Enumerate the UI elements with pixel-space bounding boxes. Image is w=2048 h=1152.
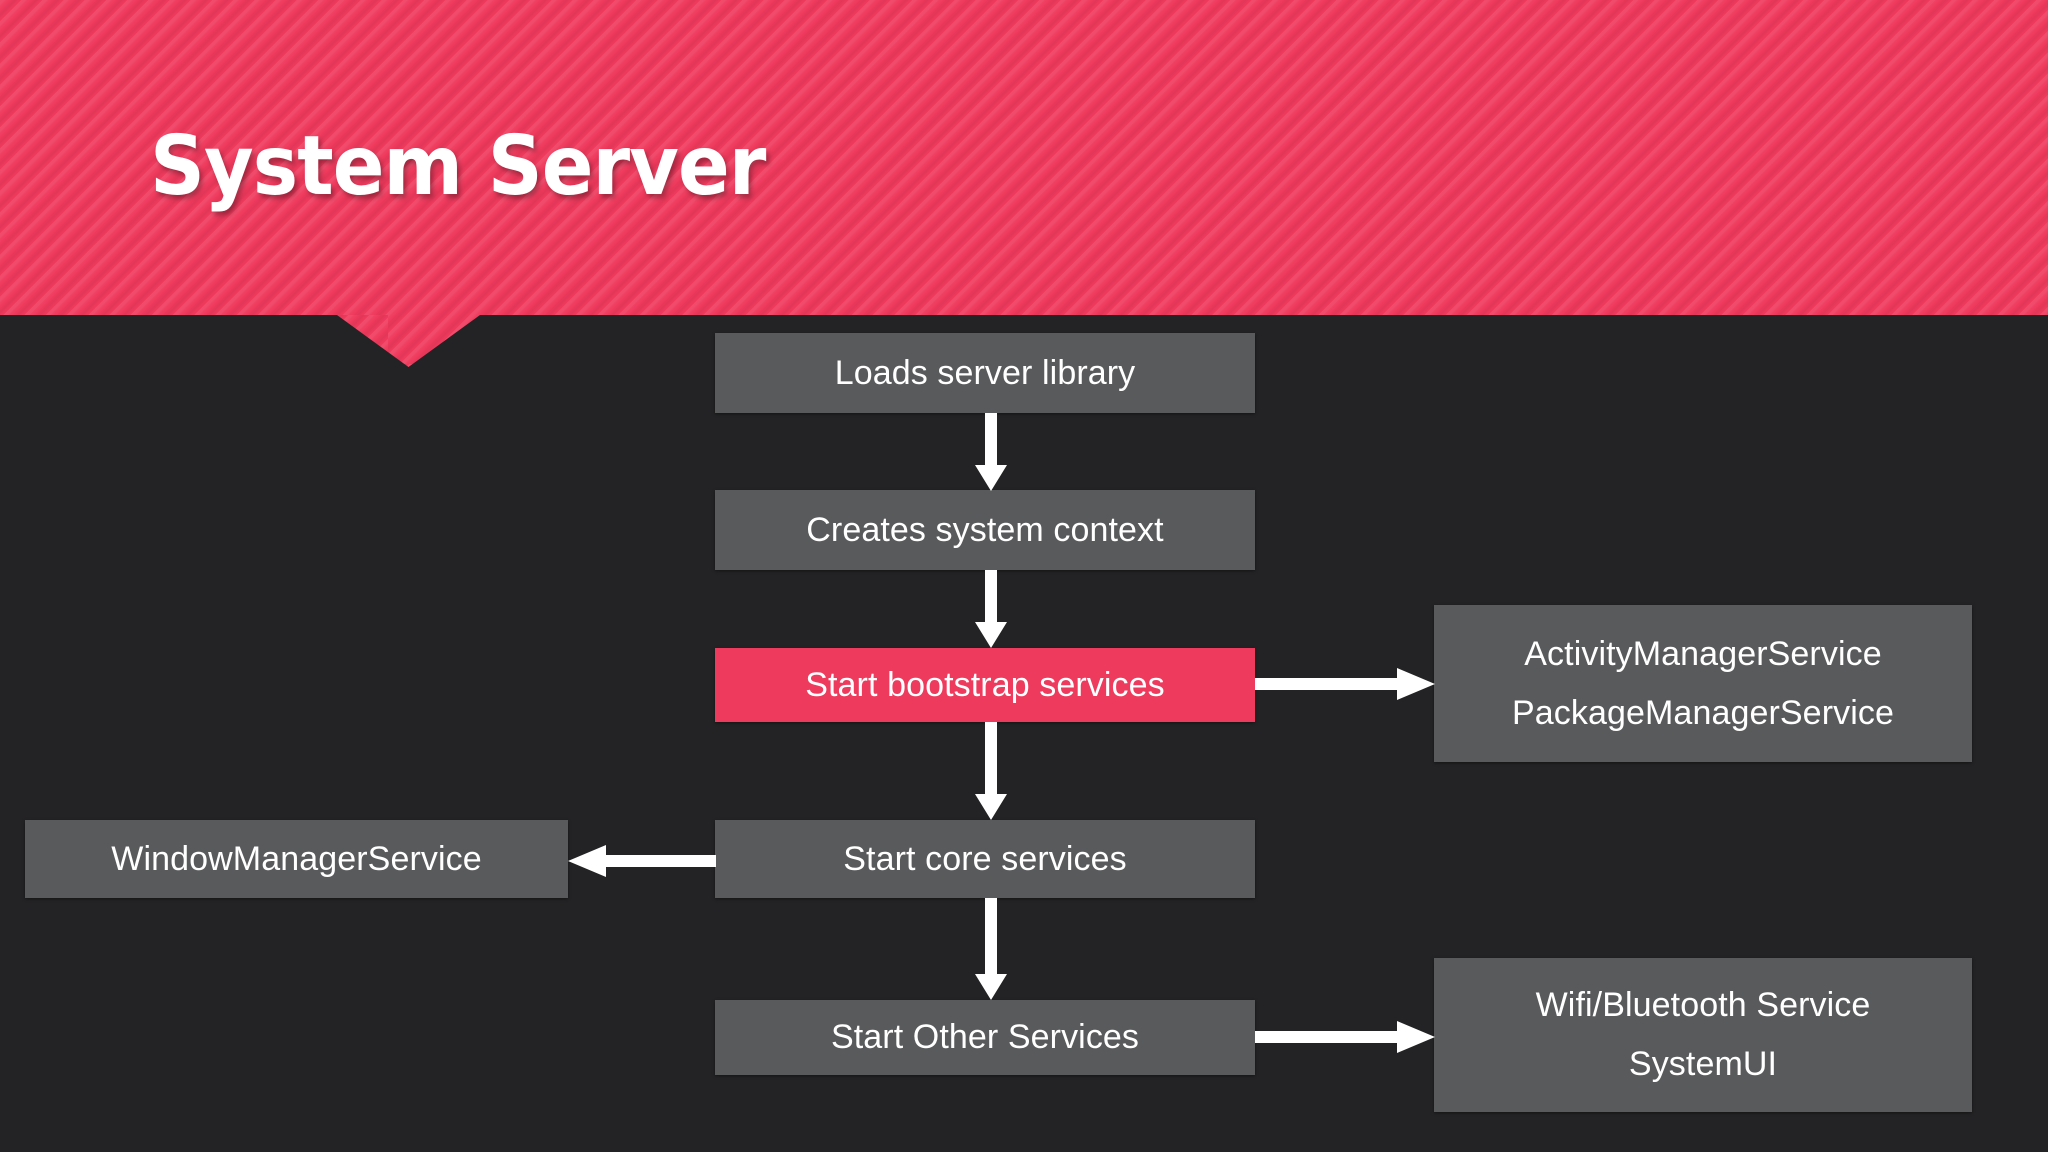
service-name-activity-manager-service: ActivityManagerService bbox=[1524, 634, 1882, 673]
flow-node-start-bootstrap-services[interactable]: Start bootstrap services bbox=[715, 648, 1255, 722]
arrow-down-icon-library-to-context bbox=[968, 413, 1014, 491]
flow-node-label: Start Other Services bbox=[830, 1018, 1140, 1057]
flow-node-label: Start bootstrap services bbox=[805, 665, 1165, 704]
page-title: System Server bbox=[150, 119, 766, 214]
arrow-right-icon-other-to-services bbox=[1255, 1021, 1435, 1053]
arrow-left-icon-core-to-window-manager bbox=[568, 845, 716, 877]
flow-node-label: Start core services bbox=[843, 839, 1127, 878]
arrow-down-icon-context-to-bootstrap bbox=[968, 570, 1014, 648]
arrow-down-icon-core-to-other bbox=[968, 898, 1014, 1000]
flow-node-start-other-services[interactable]: Start Other Services bbox=[715, 1000, 1255, 1075]
flow-node-other-services-detail[interactable]: Wifi/Bluetooth Service SystemUI bbox=[1434, 958, 1972, 1112]
service-name-wifi-bluetooth-service: Wifi/Bluetooth Service bbox=[1535, 986, 1871, 1025]
service-name-window-manager-service: WindowManagerService bbox=[111, 839, 482, 878]
flow-node-bootstrap-services-detail[interactable]: ActivityManagerService PackageManagerSer… bbox=[1434, 605, 1972, 762]
flow-node-label: Creates system context bbox=[806, 510, 1164, 549]
arrow-down-icon-bootstrap-to-core bbox=[968, 722, 1014, 820]
flow-node-label: Loads server library bbox=[834, 353, 1136, 392]
flow-node-start-core-services[interactable]: Start core services bbox=[715, 820, 1255, 898]
arrow-right-icon-bootstrap-to-services bbox=[1255, 668, 1435, 700]
service-name-system-ui: SystemUI bbox=[1628, 1045, 1778, 1083]
header-banner bbox=[0, 0, 2048, 315]
flow-node-core-services-detail[interactable]: WindowManagerService bbox=[25, 820, 568, 898]
service-name-package-manager-service: PackageManagerService bbox=[1512, 693, 1894, 732]
flow-node-creates-system-context[interactable]: Creates system context bbox=[715, 490, 1255, 570]
header-notch-shape bbox=[337, 315, 480, 367]
flow-node-loads-server-library[interactable]: Loads server library bbox=[715, 333, 1255, 413]
